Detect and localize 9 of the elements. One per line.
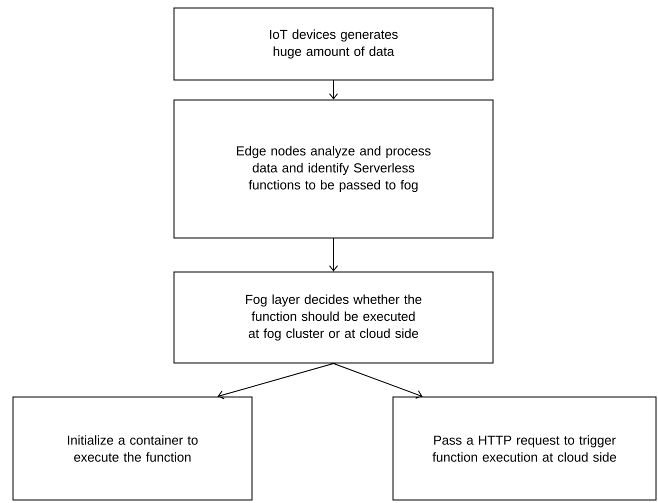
arrow: [218, 363, 334, 400]
arrow: [329, 80, 338, 100]
process-box: Edge nodes analyze and process data and identify Serverless functions to be passed to fog: [174, 100, 494, 238]
process-box: Pass a HTTP request to trigger function execution at cloud side: [392, 396, 656, 500]
arrow: [329, 238, 338, 272]
process-box: Initialize a container to execute the function: [12, 396, 252, 500]
arrow: [333, 363, 422, 399]
process-box: IoT devices generates huge amount of data: [174, 8, 494, 80]
process-box: Fog layer decides whether the function should be executed at fog cluster or at cloud side: [174, 272, 494, 364]
